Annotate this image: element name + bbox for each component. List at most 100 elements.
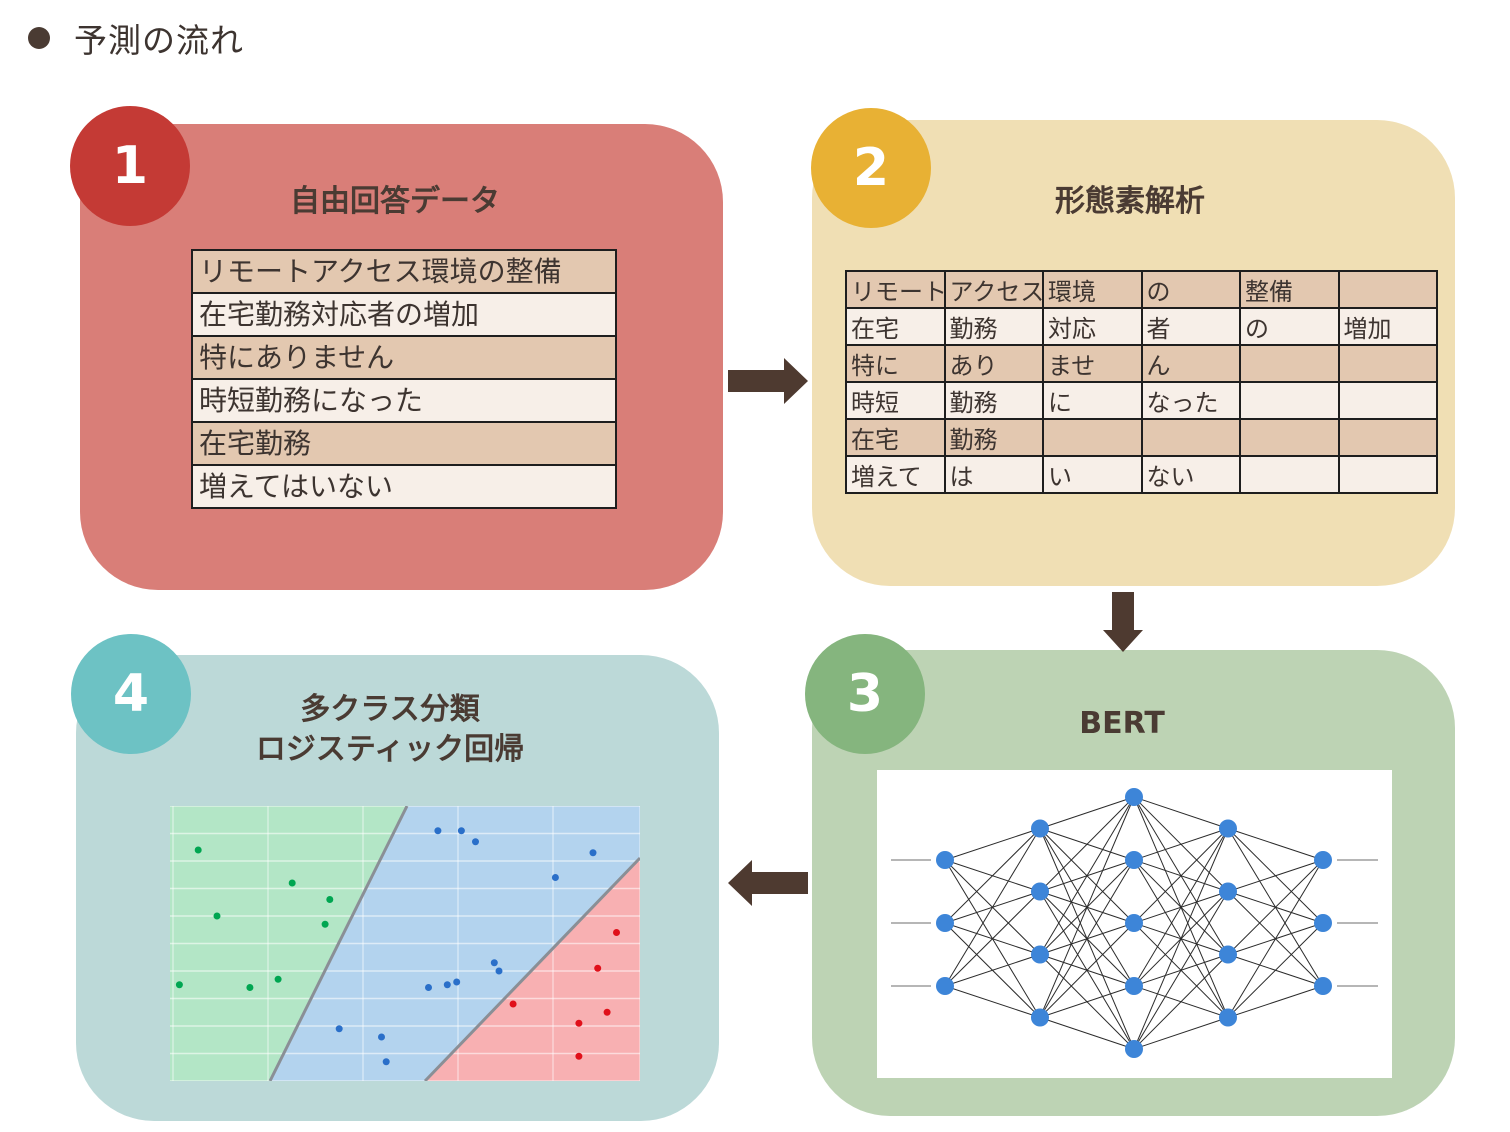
table-cell: 整備 xyxy=(1239,270,1340,309)
connection-line xyxy=(1133,891,1229,1050)
data-point xyxy=(274,975,282,983)
network-node xyxy=(1314,977,1332,995)
table-row: 時短 勤務 に なった xyxy=(845,381,1438,420)
step1-title: 自由回答データ xyxy=(290,184,500,219)
network-node xyxy=(1219,945,1237,964)
classification-plot-svg xyxy=(170,805,642,1083)
connection-line xyxy=(1133,796,1229,829)
table-cell: 在宅 xyxy=(845,307,946,346)
table-cell: い xyxy=(1042,455,1143,494)
connection-line xyxy=(1227,859,1324,892)
data-point xyxy=(213,912,221,920)
connection-line xyxy=(1039,859,1135,1018)
table-cell: 対応 xyxy=(1042,307,1143,346)
table-row: 在宅 勤務 xyxy=(845,418,1438,457)
connection-line xyxy=(1039,796,1135,955)
table-cell: 時短 xyxy=(845,381,946,420)
connection-line xyxy=(944,828,1041,861)
network-node xyxy=(1031,1008,1049,1027)
data-point xyxy=(175,981,183,989)
list-item: 増えてはいない xyxy=(193,464,615,507)
connection-line xyxy=(1133,954,1229,1050)
table-cell: の xyxy=(1140,270,1241,309)
table-row: 増えて は い ない xyxy=(845,455,1438,494)
connection-line xyxy=(1039,796,1135,829)
data-point xyxy=(603,1008,611,1016)
list-item: 在宅勤務対応者の増加 xyxy=(193,292,615,335)
data-point xyxy=(194,846,202,854)
step3-title: BERT xyxy=(1079,706,1165,741)
table-cell: 増えて xyxy=(845,455,946,494)
data-point xyxy=(472,838,479,846)
network-node xyxy=(1314,851,1332,869)
data-point xyxy=(613,929,620,936)
network-node xyxy=(936,977,954,995)
data-point xyxy=(425,984,432,991)
network-node xyxy=(936,914,954,932)
data-point xyxy=(575,1052,583,1060)
connection-line xyxy=(1039,1017,1135,1050)
network-node xyxy=(1031,882,1049,901)
neural-network-diagram xyxy=(877,770,1392,1078)
arrow-left-icon xyxy=(728,860,808,906)
data-point xyxy=(495,967,503,975)
table-row: 特に あり ませ ん xyxy=(845,344,1438,383)
data-point xyxy=(575,1019,583,1027)
arrow-down-icon xyxy=(1103,592,1143,652)
table-cell xyxy=(1337,270,1438,309)
table-cell xyxy=(1140,418,1241,457)
connection-line xyxy=(1133,828,1229,924)
connection-line xyxy=(1133,1017,1229,1050)
data-point xyxy=(378,1033,385,1041)
network-node xyxy=(1219,819,1237,838)
connection-line xyxy=(1133,828,1229,1050)
data-point xyxy=(326,896,334,903)
table-cell: 勤務 xyxy=(943,307,1044,346)
token-table: リモート アクセス 環境 の 整備 在宅 勤務 対応 者 の 増加 特に あり … xyxy=(845,270,1438,494)
free-answer-list: リモートアクセス環境の整備 在宅勤務対応者の増加 特にありません 時短勤務になっ… xyxy=(191,249,617,509)
data-point xyxy=(443,981,451,989)
connection-line xyxy=(1039,796,1135,892)
list-item: リモートアクセス環境の整備 xyxy=(193,251,615,292)
table-cell: 増加 xyxy=(1337,307,1438,346)
connection-line xyxy=(944,954,1041,987)
network-node xyxy=(1125,977,1143,995)
data-point xyxy=(321,920,329,928)
table-cell: 勤務 xyxy=(943,418,1044,457)
connection-line xyxy=(1039,796,1135,1018)
data-point xyxy=(246,984,254,991)
connection-line xyxy=(944,828,1041,924)
table-cell: 環境 xyxy=(1042,270,1143,309)
decision-boundary xyxy=(268,805,409,1082)
table-cell xyxy=(1337,455,1438,494)
connection-line xyxy=(944,828,1041,987)
connection-line xyxy=(1133,828,1229,987)
network-node xyxy=(1031,945,1049,964)
data-point xyxy=(434,827,442,835)
table-cell xyxy=(1239,418,1340,457)
table-cell: なった xyxy=(1140,381,1241,420)
data-point xyxy=(594,964,602,972)
step2-badge: 2 xyxy=(811,108,931,228)
table-cell xyxy=(1337,381,1438,420)
network-node xyxy=(1219,882,1237,901)
network-node xyxy=(1125,788,1143,806)
data-point xyxy=(551,874,559,881)
network-node xyxy=(1219,1008,1237,1027)
connection-line xyxy=(1133,828,1229,861)
table-cell: に xyxy=(1042,381,1143,420)
list-item: 特にありません xyxy=(193,335,615,378)
table-cell: アクセス xyxy=(943,270,1044,309)
connection-line xyxy=(1039,985,1135,1018)
heading-text: 予測の流れ xyxy=(74,21,244,60)
table-cell: ん xyxy=(1140,344,1241,383)
plot-points xyxy=(175,827,620,1066)
connection-line xyxy=(944,985,1041,1018)
table-cell: ない xyxy=(1140,455,1241,494)
network-node xyxy=(1125,914,1143,932)
connection-line xyxy=(1227,985,1324,1018)
connection-line xyxy=(1227,922,1324,1018)
data-point xyxy=(457,827,465,835)
connection-line xyxy=(1227,828,1324,861)
step1-badge: 1 xyxy=(70,106,190,226)
